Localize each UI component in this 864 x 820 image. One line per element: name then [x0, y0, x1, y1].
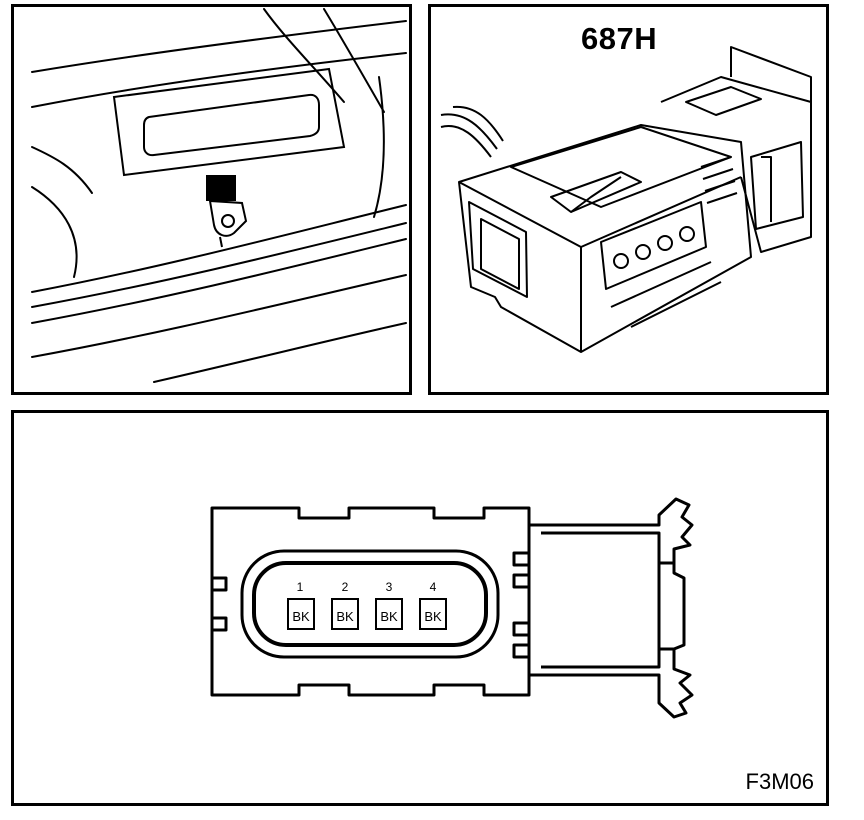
connector-face-panel: 1 BK 2 BK 3 BK 4 BK F3M06 [11, 410, 829, 806]
pin-wire-color: BK [424, 609, 442, 624]
pin-number: 4 [430, 580, 437, 594]
pin-row: 1 BK 2 BK 3 BK 4 BK [287, 580, 447, 630]
connector-3d-panel: 687H [428, 4, 829, 395]
pin-4: 4 BK [419, 580, 447, 630]
pin-wire-color: BK [336, 609, 354, 624]
connector-id-label: 687H [581, 21, 658, 56]
pin-cavity [331, 598, 359, 630]
pin-3: 3 BK [375, 580, 403, 630]
location-view-panel [11, 4, 412, 395]
pin-number: 3 [386, 580, 393, 594]
pin-2: 2 BK [331, 580, 359, 630]
pin-wire-color: BK [292, 609, 310, 624]
vehicle-location-illustration [31, 8, 407, 383]
pin-cavity [375, 598, 403, 630]
pin-number: 2 [342, 580, 349, 594]
connector-3d-illustration [440, 46, 812, 353]
pin-wire-color: BK [380, 609, 398, 624]
pin-cavity [287, 598, 315, 630]
pin-number: 1 [297, 580, 304, 594]
pin-1: 1 BK [287, 580, 315, 630]
pin-cavity [419, 598, 447, 630]
connector-face-view: 1 BK 2 BK 3 BK 4 BK [210, 497, 694, 719]
figure-reference-label: F3M06 [745, 769, 814, 794]
pin-cavities-3d [613, 226, 695, 269]
connector-location-marker [206, 175, 248, 248]
